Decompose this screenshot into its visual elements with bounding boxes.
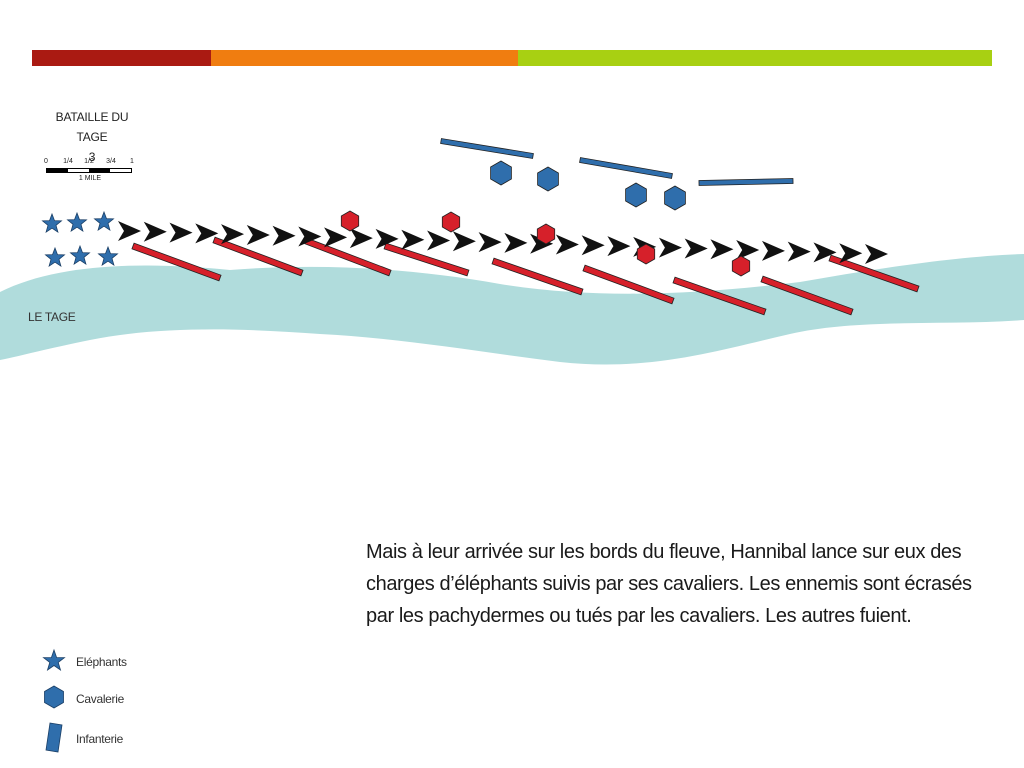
- charge-arrow-icon: [349, 228, 373, 249]
- charge-arrow-icon: [246, 224, 270, 245]
- blue-infantry-unit: [579, 157, 673, 179]
- scale-tick-label: 3/4: [106, 158, 116, 165]
- charge-arrow-icon: [324, 227, 348, 248]
- charge-arrow-icon: [761, 240, 785, 261]
- top-bar-red-segment: [32, 50, 211, 66]
- legend-item-cavalry: Cavalerie: [36, 684, 196, 714]
- elephant-star-icon: [66, 211, 88, 233]
- charge-arrow-icon: [452, 231, 476, 252]
- charge-arrow-icon: [787, 241, 811, 262]
- top-bar-green-segment: [518, 50, 992, 66]
- scale-tick-label: 1/2: [84, 158, 94, 165]
- red-infantry-unit: [491, 257, 584, 296]
- elephant-star-icon: [44, 246, 66, 268]
- scale-tick-label: 1: [130, 158, 134, 165]
- charge-arrow-icon: [736, 240, 760, 261]
- elephant-star-icon: [69, 244, 91, 266]
- battle-map: [0, 138, 1024, 365]
- top-bar-orange-segment: [211, 50, 518, 66]
- red-infantry-unit: [828, 254, 920, 293]
- charge-arrow-icon: [401, 229, 425, 250]
- blue-infantry-unit: [698, 178, 794, 186]
- legend-item-elephants: Eléphants: [36, 648, 196, 678]
- charge-arrow-icon: [504, 232, 528, 253]
- legend-label: Infanterie: [76, 732, 124, 746]
- scale-tick-label: 0: [44, 158, 48, 165]
- charge-arrow-icon: [839, 243, 863, 264]
- scale-unit: 1 MILE: [78, 175, 102, 182]
- charge-arrow-icon: [555, 234, 579, 255]
- scale-bar-graphic: [46, 168, 132, 173]
- map-title-line1: BATAILLE DU TAGE: [55, 110, 129, 144]
- charge-arrow-icon: [298, 226, 322, 247]
- charge-arrow-icon: [478, 232, 502, 253]
- red-infantry-unit: [131, 242, 222, 282]
- red-infantry-unit: [672, 276, 767, 316]
- charge-arrow-icon: [195, 223, 219, 244]
- map-title-line2: 3: [88, 150, 96, 164]
- charge-arrow-icon: [221, 224, 245, 245]
- blue-cavalry-unit: [537, 166, 559, 192]
- legend-label: Cavalerie: [76, 692, 124, 706]
- red-infantry-unit: [582, 264, 675, 305]
- charge-arrow-icon: [530, 233, 554, 254]
- charge-arrow-icon: [143, 221, 167, 242]
- red-infantry-unit: [383, 242, 470, 277]
- map-title: BATAILLE DU TAGE 3: [40, 107, 144, 167]
- charge-arrow-icon: [375, 228, 399, 249]
- caption-text: Mais à leur arrivée sur les bords du fle…: [366, 541, 972, 627]
- blue-cavalry-unit: [625, 182, 647, 208]
- star-icon: [42, 648, 66, 671]
- scale-tick-label: 1/4: [63, 158, 73, 165]
- elephant-star-icon: [41, 212, 63, 234]
- river-tage: [0, 254, 1024, 365]
- charge-arrow-icon: [710, 239, 734, 260]
- legend-item-infantry: Infanterie: [36, 720, 196, 753]
- charge-arrow-icon: [427, 230, 451, 251]
- charge-arrow-icon: [813, 242, 837, 263]
- charge-arrow-icon: [684, 238, 708, 259]
- charge-arrow-icon: [118, 221, 141, 241]
- scale-bar: 0 1/4 1/2 3/4 1 1 MILE: [40, 158, 140, 188]
- legend-label: Eléphants: [76, 655, 127, 669]
- river-label: LE TAGE: [28, 310, 76, 324]
- blue-cavalry-unit: [490, 160, 512, 186]
- rectangle-icon: [45, 722, 63, 753]
- charge-arrow-icon: [581, 235, 605, 256]
- charge-arrow-icon: [865, 244, 888, 264]
- red-infantry-unit: [212, 236, 304, 277]
- elephant-star-icon: [93, 210, 115, 232]
- red-cavalry-unit: [636, 243, 656, 265]
- top-color-bar: [32, 50, 992, 66]
- red-cavalry-unit: [536, 223, 556, 245]
- charge-arrow-icon: [169, 222, 193, 243]
- elephant-star-icon: [97, 245, 119, 267]
- red-infantry-unit: [760, 275, 854, 316]
- red-cavalry-unit: [340, 210, 360, 232]
- charge-arrow-icon: [658, 237, 682, 258]
- charge-arrow-icon: [272, 225, 296, 246]
- red-cavalry-unit: [731, 255, 751, 277]
- hexagon-icon: [44, 685, 64, 709]
- charge-arrow-icon: [607, 236, 631, 257]
- red-cavalry-unit: [441, 211, 461, 233]
- blue-infantry-unit: [440, 138, 534, 159]
- blue-cavalry-unit: [664, 185, 686, 211]
